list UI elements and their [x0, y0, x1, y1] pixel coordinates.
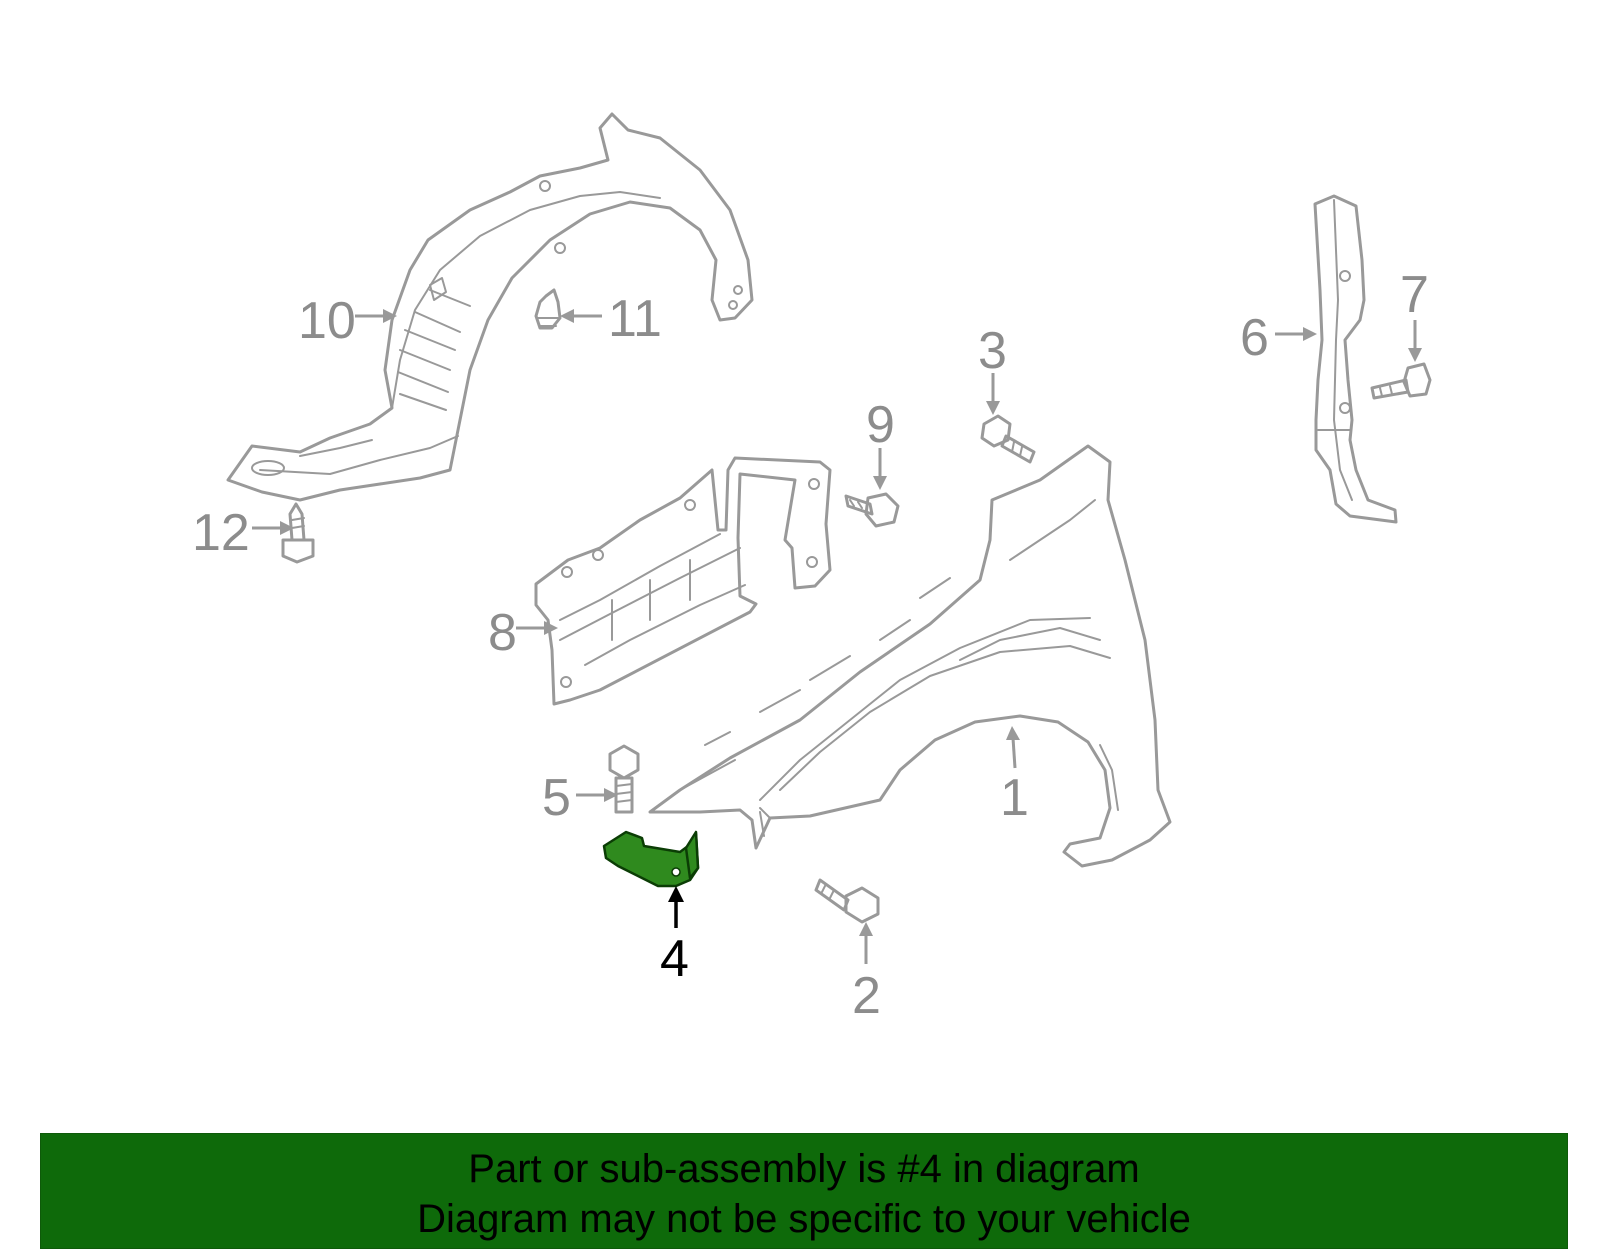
callout-9: 9 [866, 396, 895, 454]
callout-6: 6 [1240, 309, 1269, 367]
callout-7: 7 [1400, 266, 1429, 324]
part-9-bolt[interactable] [844, 492, 900, 528]
part-8-bracket[interactable] [534, 456, 832, 706]
part-5-bolt[interactable] [608, 744, 640, 814]
callout-10: 10 [298, 292, 356, 350]
part-12-screw[interactable] [281, 502, 315, 564]
callout-5: 5 [542, 769, 571, 827]
callout-1: 1 [1000, 769, 1029, 827]
callout-2: 2 [852, 967, 881, 1025]
part-3-bolt[interactable] [980, 414, 1036, 464]
part-4-bracket-highlighted[interactable] [602, 830, 700, 888]
callout-11: 11 [608, 290, 662, 348]
callout-12: 12 [192, 504, 250, 562]
callout-labels: 1 2 3 4 5 6 7 8 9 10 11 12 [192, 266, 1429, 1025]
leader-line-4 [668, 886, 684, 928]
banner-line-1: Part or sub-assembly is #4 in diagram [468, 1147, 1140, 1191]
part-1-fender[interactable] [648, 444, 1172, 868]
callout-4: 4 [660, 930, 689, 988]
leader-lines [252, 309, 1422, 964]
callout-3: 3 [978, 322, 1007, 380]
callout-8: 8 [488, 604, 517, 662]
part-7-clip[interactable] [1370, 362, 1432, 400]
banner-line-2: Diagram may not be specific to your vehi… [417, 1197, 1191, 1241]
part-10-fender-liner[interactable] [226, 112, 754, 502]
part-2-bolt[interactable] [814, 878, 880, 924]
part-6-support[interactable] [1313, 194, 1398, 524]
info-banner: Part or sub-assembly is #4 in diagram Di… [40, 1133, 1568, 1249]
part-11-clip[interactable] [534, 288, 562, 330]
